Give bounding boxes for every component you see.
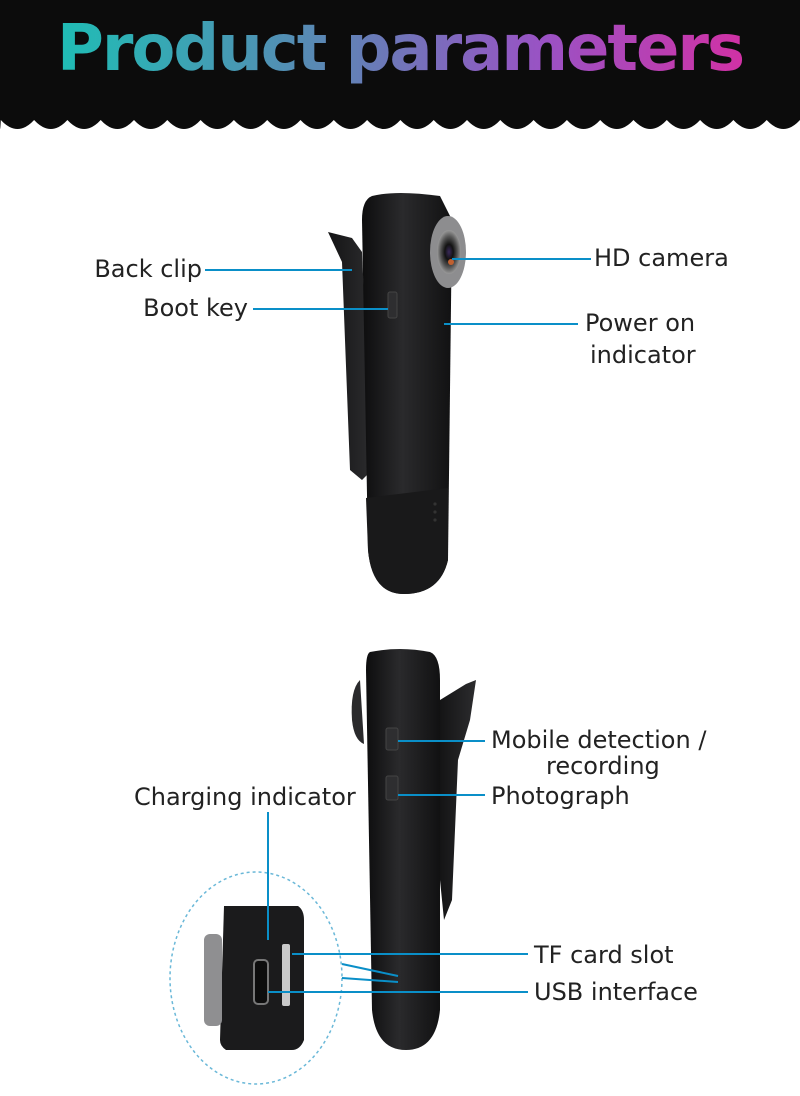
label-mobile-line1: Mobile detection /	[491, 726, 707, 754]
label-photograph: Photograph	[491, 782, 630, 810]
device-body-bottom	[366, 649, 440, 1050]
usb-port-shape	[253, 959, 269, 1005]
camera-bump-bottom	[351, 680, 364, 744]
page-title: Product parameters	[0, 14, 800, 85]
camera-lens	[437, 230, 461, 274]
leader-zoom-2	[341, 977, 399, 983]
tf-slot-shape	[282, 944, 290, 1006]
header-wavy-background	[0, 0, 800, 129]
label-charging-indicator: Charging indicator	[134, 783, 356, 811]
mode-key-shape	[385, 727, 399, 751]
back-clip-shape-bottom	[440, 680, 476, 920]
label-mobile-line2: recording	[546, 752, 660, 780]
leader-lines	[205, 258, 591, 993]
label-power-on-line2: indicator	[590, 341, 696, 369]
label-hd-camera: HD camera	[594, 244, 729, 272]
zoom-side-cap	[204, 934, 222, 1026]
device-side-view-bottom	[351, 649, 476, 1050]
label-power-on-line1: Power on	[585, 309, 696, 337]
device-side-view-top	[328, 193, 466, 594]
leader-zoom-1	[341, 963, 399, 977]
label-boot-key: Boot key	[143, 294, 248, 322]
label-back-clip: Back clip	[94, 255, 202, 283]
header-banner: Product parameters	[0, 0, 800, 140]
usb-port-zoom-inset	[169, 871, 343, 1085]
boot-key-shape	[387, 291, 398, 319]
label-tf-card-slot: TF card slot	[534, 941, 674, 969]
photo-key-shape	[385, 775, 399, 801]
back-clip-shape	[328, 232, 372, 480]
label-usb-interface: USB interface	[534, 978, 698, 1006]
device-bottom-cap-top	[366, 488, 448, 594]
